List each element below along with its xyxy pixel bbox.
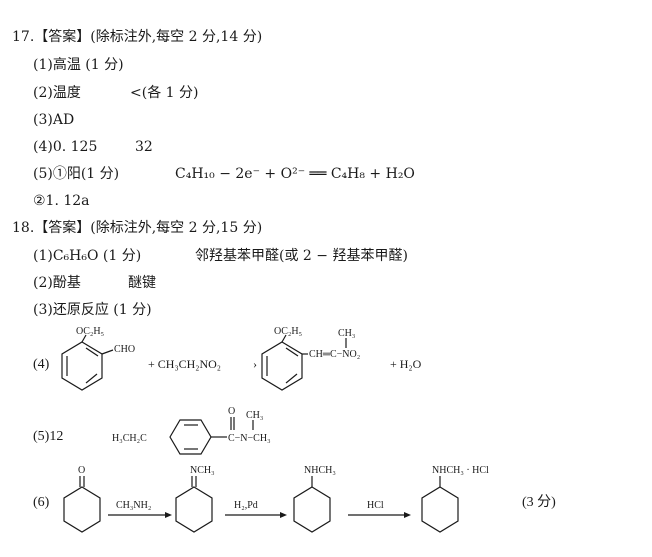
benzene-ring-part5 <box>169 417 254 455</box>
ketone-o-label: O <box>78 465 85 476</box>
product-methyl-label: CH₃ <box>338 328 355 339</box>
product-ethoxy-label: OC₂H₅ <box>274 326 302 337</box>
q18-part2-a: (2)酚基 <box>33 275 81 291</box>
q17-part1: (1)高温 (1 分) <box>33 57 124 73</box>
reactant-ethoxy-label: OC₂H₅ <box>76 326 104 337</box>
imine-label: NCH₃ <box>190 465 215 476</box>
product-chain-label: CH═C−NO₂ <box>309 349 360 360</box>
amine-salt-label: NHCH₃ · HCl <box>432 465 489 476</box>
amine-label: NHCH₃ <box>304 465 336 476</box>
q17-part5-a: (5)①阳(1 分) <box>33 166 120 182</box>
amine-salt-ring <box>421 476 459 533</box>
q17-part4-a: (4)0. 125 <box>33 139 98 155</box>
q18-part6-label: (6) <box>33 495 50 510</box>
reaction-arrow-glyph: › <box>253 357 257 371</box>
benzene-ring-reactant <box>61 334 114 391</box>
q18-part3: (3)还原反应 (1 分) <box>33 302 152 318</box>
imine-ring <box>175 476 213 533</box>
part6-score: (3 分) <box>522 494 556 510</box>
product-water: + H₂O <box>390 357 422 371</box>
reactant-aldehyde-label: CHO <box>114 344 135 355</box>
q18-part1-b: 邻羟基苯甲醛(或 2 − 羟基苯甲醛) <box>195 248 408 264</box>
amine-ring <box>293 476 331 533</box>
reagent-methylamine: CH₃NH₂ <box>116 500 151 511</box>
part5-amide-label: C−N−CH₃ <box>228 433 271 444</box>
q17-header: 17.【答案】(除标注外,每空 2 分,14 分) <box>12 29 263 45</box>
reagent-hcl: HCl <box>367 500 384 511</box>
q17-part3: (3)AD <box>33 112 75 128</box>
benzene-ring-product <box>261 334 347 391</box>
part5-carbonyl-o: O <box>228 406 235 417</box>
arrow-2-head <box>280 512 287 518</box>
cyclohexanone-ring <box>63 476 101 533</box>
q18-header: 18.【答案】(除标注外,每空 2 分,15 分) <box>12 220 263 236</box>
q18-part4-label: (4) <box>33 357 50 372</box>
q17-part2-a: (2)温度 <box>33 85 81 101</box>
q18-part2-b: 醚键 <box>128 275 156 291</box>
arrow-3-head <box>404 512 411 518</box>
q17-part6: ②1. 12a <box>33 193 90 209</box>
arrow-1-head <box>165 512 172 518</box>
q17-part4-b: 32 <box>135 139 153 155</box>
reagent-nitroethane: + CH₃CH₂NO₂ <box>148 357 221 371</box>
part5-left-group: H₃CH₂C <box>112 433 147 444</box>
reagent-hydrogen-pd: H₂,Pd <box>234 500 258 511</box>
q17-part5-equation: C₄H₁₀ − 2e⁻ + O²⁻ ══ C₄H₈ + H₂O <box>175 166 415 182</box>
part5-n-methyl: CH₃ <box>246 410 263 421</box>
q18-part1-a: (1)C₆H₆O (1 分) <box>33 248 142 264</box>
q18-part5-label: (5)12 <box>33 429 63 444</box>
q17-part2-b: <(各 1 分) <box>130 85 199 101</box>
